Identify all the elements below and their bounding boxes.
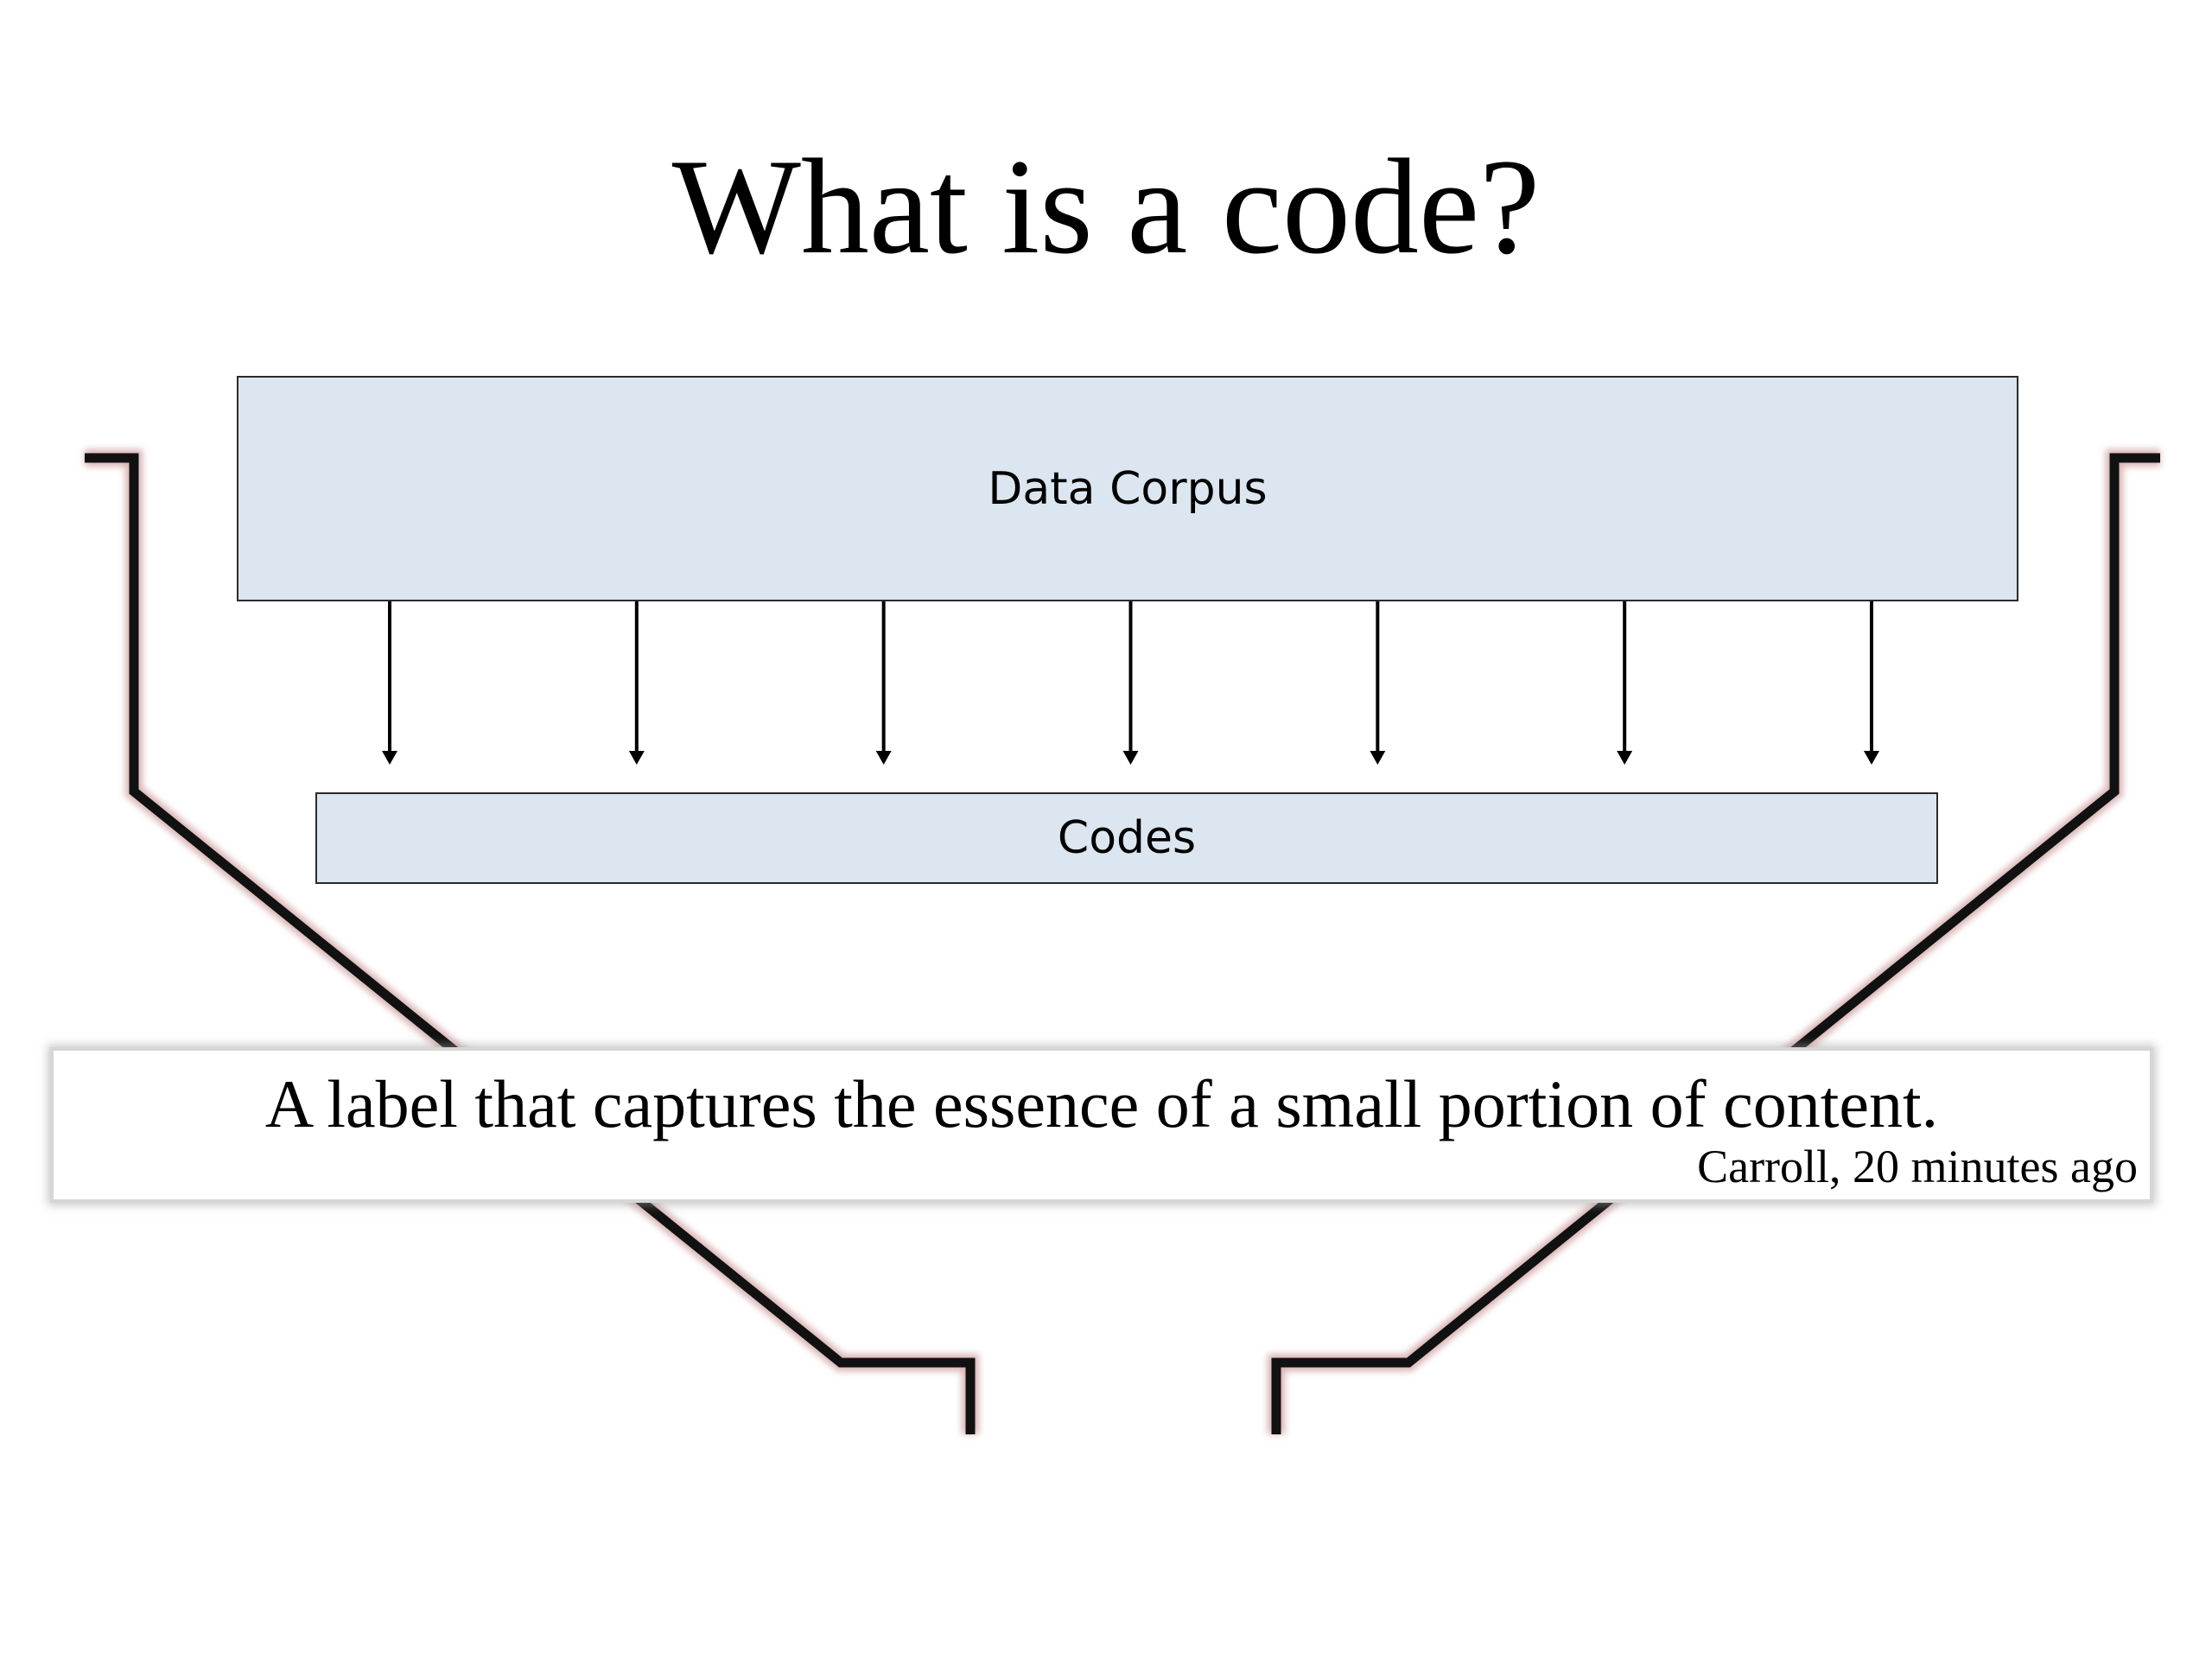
arrow-head-4 [1122,751,1139,765]
arrow-head-5 [1370,751,1386,765]
arrow-head-2 [628,751,645,765]
slide-title: What is a code? [671,131,1541,283]
codes-label: Codes [1057,812,1197,864]
definition-attribution: Carroll, 20 minutes ago [1697,1141,2138,1192]
arrow-head-7 [1864,751,1879,765]
arrow-head-3 [875,751,892,765]
definition-text: A label that captures the essence of a s… [264,1066,1939,1141]
definition-callout: A label that captures the essence of a s… [50,1047,2153,1203]
arrow-head-1 [382,751,397,765]
codes-box: Codes [315,792,1938,884]
arrow-head-6 [1617,751,1633,765]
data-corpus-label: Data Corpus [988,462,1268,515]
data-corpus-box: Data Corpus [237,376,2018,601]
